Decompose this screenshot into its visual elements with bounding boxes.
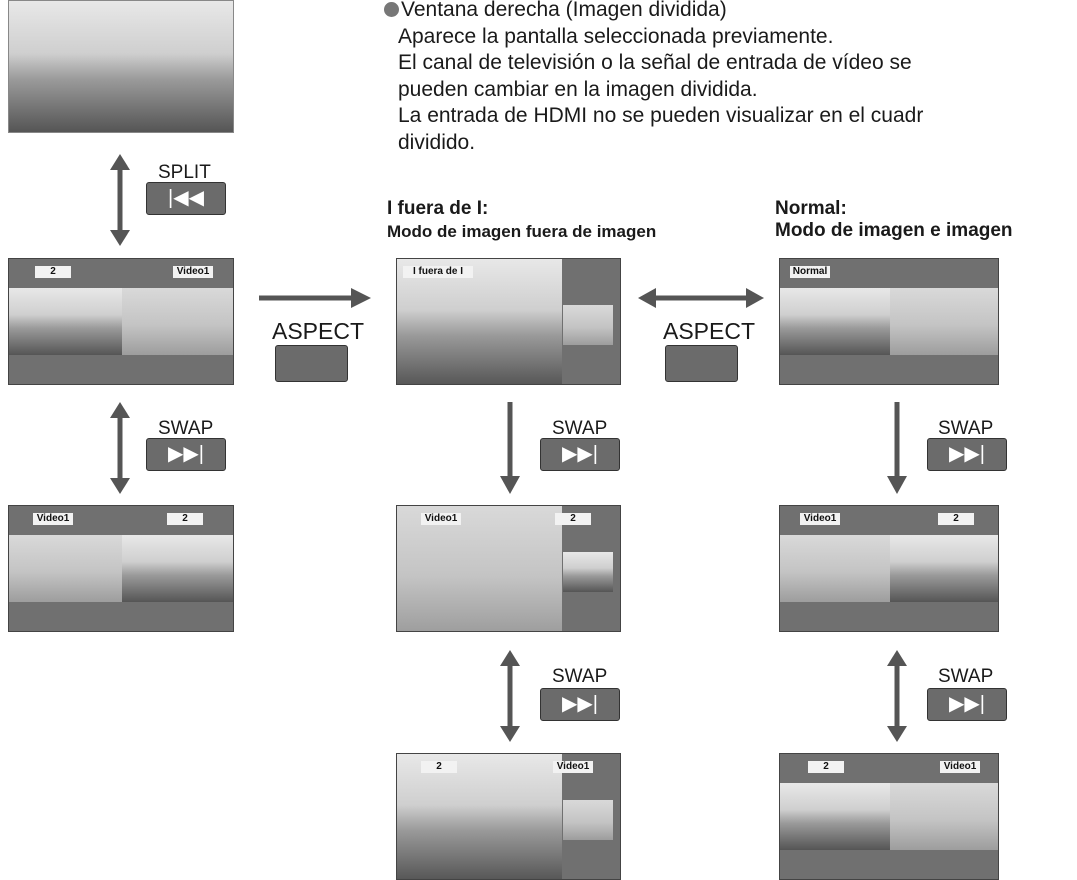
bullet-line: pueden cambiar en la imagen dividida. [398, 77, 758, 101]
picture-right [122, 288, 233, 355]
mode-title: I fuera de I: [387, 198, 489, 219]
picture-left [780, 288, 890, 355]
picture-main [397, 754, 562, 879]
swap-button[interactable]: ▶▶| [540, 438, 620, 471]
picture-left [9, 535, 122, 602]
skip-forward-icon: ▶▶| [562, 693, 598, 715]
mode-subtitle: Modo de imagen fuera de imagen [387, 222, 657, 241]
swap-label: SWAP [938, 666, 994, 687]
bullet-line: Ventana derecha (Imagen dividida) [384, 0, 1077, 24]
pip-swapped-screen: Video1 2 [396, 505, 621, 632]
swap-button[interactable]: ▶▶| [146, 438, 226, 471]
picture-main [397, 259, 562, 384]
screen-label: 2 [35, 266, 71, 278]
double-arrow-icon [110, 402, 130, 494]
bullet-line: dividido. [398, 130, 476, 154]
double-arrow-icon [110, 154, 130, 246]
skip-forward-icon: ▶▶| [562, 443, 598, 465]
normal-screen: Normal [779, 258, 999, 385]
pip-bottom-screen: 2 Video1 [396, 753, 621, 880]
bullet-line: La entrada de HDMI no se pueden visualiz… [398, 104, 924, 127]
description-block: Ventana derecha (Imagen dividida) Aparec… [384, 0, 1077, 156]
picture-sub [563, 800, 613, 840]
screen-label: 2 [421, 761, 457, 773]
normal-bottom-screen: 2 Video1 [779, 753, 999, 880]
screen-label: 2 [555, 513, 591, 525]
screen-label: Video1 [421, 513, 461, 525]
bullet-dot-icon [384, 2, 399, 17]
picture-left [9, 288, 122, 355]
aspect-button[interactable] [665, 345, 738, 382]
double-arrow-icon [887, 650, 907, 742]
screen-label: 2 [167, 513, 203, 525]
picture-left [780, 783, 890, 850]
skip-forward-icon: ▶▶| [949, 443, 985, 465]
split-button[interactable]: |◀◀ [146, 182, 226, 215]
swap-label: SWAP [158, 418, 214, 439]
swap-label: SWAP [938, 418, 994, 439]
screen-label: Video1 [33, 513, 73, 525]
skip-back-icon: |◀◀ [168, 187, 204, 209]
normal-swapped-screen: Video1 2 [779, 505, 999, 632]
aspect-label: ASPECT [663, 318, 756, 344]
swap-button[interactable]: ▶▶| [540, 688, 620, 721]
swap-label: SWAP [552, 418, 608, 439]
split-screen: 2 Video1 [8, 258, 234, 385]
skip-forward-icon: ▶▶| [949, 693, 985, 715]
swapped-screen: Video1 2 [8, 505, 234, 632]
split-label: SPLIT [158, 162, 211, 183]
screen-label: Video1 [940, 761, 980, 773]
double-arrow-icon [638, 288, 764, 308]
picture-right [890, 288, 998, 355]
mode-subtitle: Modo de imagen e imagen [775, 220, 1013, 241]
swap-button[interactable]: ▶▶| [927, 688, 1007, 721]
picture-right [890, 783, 998, 850]
picture-right [890, 535, 998, 602]
pip-screen: I fuera de I [396, 258, 621, 385]
aspect-label: ASPECT [272, 318, 365, 344]
picture-left [780, 535, 890, 602]
skip-forward-icon: ▶▶| [168, 443, 204, 465]
arrow-right-icon [259, 288, 371, 308]
picture-sub [563, 305, 613, 345]
swap-label: SWAP [552, 666, 608, 687]
picture-main [397, 506, 562, 631]
screen-label: Video1 [173, 266, 213, 278]
aspect-button[interactable] [275, 345, 348, 382]
screen-label: Video1 [553, 761, 593, 773]
screen-label: 2 [938, 513, 974, 525]
screen-label: I fuera de I [403, 266, 473, 278]
double-arrow-icon [500, 650, 520, 742]
picture-sub [563, 552, 613, 592]
arrow-down-icon [887, 402, 907, 494]
bullet-line: El canal de televisión o la señal de ent… [398, 51, 912, 74]
screen-label: Normal [790, 266, 830, 278]
picture-right [122, 535, 233, 602]
single-picture [8, 0, 234, 133]
screen-label: 2 [808, 761, 844, 773]
swap-button[interactable]: ▶▶| [927, 438, 1007, 471]
bullet-line: Aparece la pantalla seleccionada previam… [398, 24, 834, 48]
arrow-down-icon [500, 402, 520, 494]
screen-label: Video1 [800, 513, 840, 525]
mode-title: Normal: [775, 198, 847, 219]
